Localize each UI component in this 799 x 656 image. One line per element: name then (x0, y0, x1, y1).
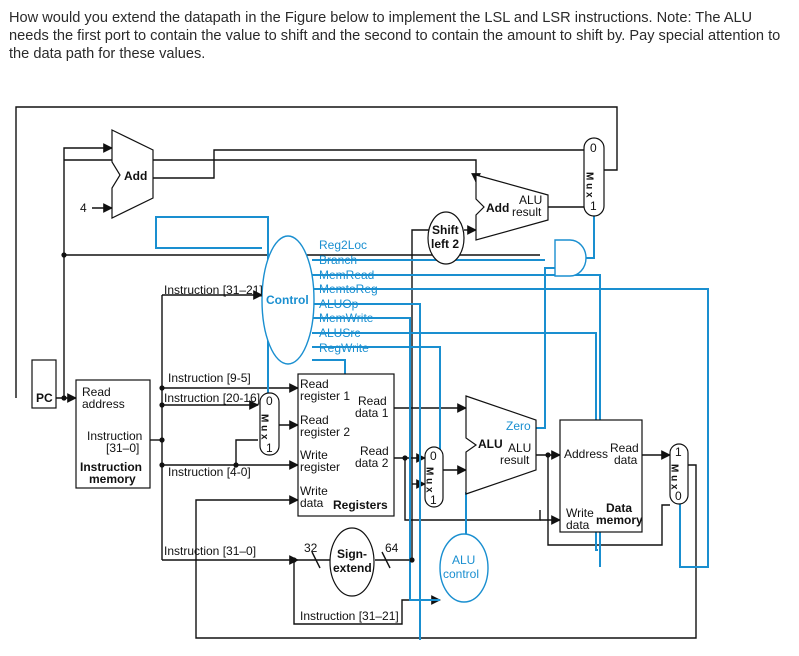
svg-text:0: 0 (675, 489, 682, 503)
svg-text:ALU: ALU (519, 193, 542, 207)
svg-text:ALU: ALU (452, 553, 475, 567)
svg-text:Instruction [31–0]: Instruction [31–0] (164, 544, 256, 558)
svg-text:32: 32 (304, 541, 318, 555)
svg-text:PC: PC (36, 391, 53, 405)
memtoreg-mux: 1 M u x 0 (669, 443, 689, 505)
svg-text:memory: memory (596, 513, 643, 527)
svg-text:Shift: Shift (432, 223, 459, 237)
svg-text:address: address (82, 397, 125, 411)
pc-adder: Add 4 (80, 129, 154, 219)
svg-text:left 2: left 2 (431, 237, 459, 251)
main-alu: ALU Zero ALU result (465, 395, 537, 495)
svg-text:Add: Add (124, 169, 147, 183)
svg-text:MemWrite: MemWrite (319, 311, 374, 325)
svg-text:ALU: ALU (478, 437, 503, 451)
alusrc-mux: 0 M u x 1 (424, 446, 444, 508)
svg-text:0: 0 (430, 449, 437, 463)
svg-text:1: 1 (675, 445, 682, 459)
svg-text:Registers: Registers (333, 498, 388, 512)
svg-text:Zero: Zero (506, 419, 531, 433)
svg-text:control: control (443, 567, 479, 581)
svg-text:register 1: register 1 (300, 389, 350, 403)
svg-text:ALUOp: ALUOp (319, 297, 359, 311)
svg-text:Read: Read (300, 377, 329, 391)
control-signals: Reg2Loc Branch MemRead MemtoReg ALUOp Me… (319, 238, 378, 355)
control-unit[interactable]: Control (261, 235, 315, 365)
svg-text:ALUSrc: ALUSrc (319, 326, 360, 340)
svg-text:M u x: M u x (424, 467, 435, 493)
svg-text:Add: Add (486, 201, 509, 215)
svg-text:MemRead: MemRead (319, 268, 374, 282)
svg-text:data: data (614, 453, 638, 467)
svg-text:0: 0 (266, 394, 273, 408)
svg-text:data: data (300, 496, 324, 510)
junction-dots (61, 252, 551, 563)
svg-text:RegWrite: RegWrite (319, 341, 369, 355)
svg-text:Read: Read (610, 441, 639, 455)
reg2loc-mux: 0 M u x 1 (259, 392, 280, 456)
svg-text:result: result (512, 205, 542, 219)
svg-text:data 2: data 2 (355, 456, 389, 470)
and-gate (554, 239, 587, 277)
svg-text:Reg2Loc: Reg2Loc (319, 238, 367, 252)
svg-text:register: register (300, 460, 340, 474)
sign-extend: Sign- extend 32 64 (304, 527, 399, 597)
svg-text:64: 64 (385, 541, 399, 555)
svg-text:result: result (500, 453, 530, 467)
svg-text:register 2: register 2 (300, 425, 350, 439)
svg-text:Address: Address (564, 447, 608, 461)
svg-text:data: data (566, 518, 590, 532)
svg-text:Control: Control (266, 293, 309, 307)
black-wires (15, 106, 697, 639)
svg-text:4: 4 (80, 201, 87, 215)
svg-text:1: 1 (430, 493, 437, 507)
svg-text:Write: Write (300, 484, 328, 498)
svg-text:Instruction [31–21]: Instruction [31–21] (300, 609, 399, 623)
svg-text:Instruction [9-5]: Instruction [9-5] (168, 371, 251, 385)
svg-text:MemtoReg: MemtoReg (319, 282, 378, 296)
svg-text:Read: Read (358, 394, 387, 408)
svg-text:ALU: ALU (508, 441, 531, 455)
svg-text:M u x: M u x (584, 172, 595, 198)
instruction-memory: Read address Instruction [31–0] Instruct… (75, 379, 151, 489)
data-memory: Address Read data Write data Data memory (559, 419, 643, 533)
branch-adder: Add ALU result (475, 174, 549, 241)
svg-text:Instruction [31–21]: Instruction [31–21] (164, 283, 263, 297)
svg-text:M u x: M u x (669, 464, 680, 490)
svg-text:Read: Read (360, 444, 389, 458)
svg-text:Instruction: Instruction (87, 429, 142, 443)
shift-left-2: Shift left 2 (427, 211, 465, 265)
svg-text:1: 1 (590, 199, 597, 213)
svg-text:1: 1 (266, 441, 273, 455)
svg-text:M u x: M u x (259, 414, 270, 440)
alu-control: ALU control (439, 533, 489, 603)
question-text: How would you extend the datapath in the… (9, 10, 781, 62)
svg-text:Write: Write (300, 448, 328, 462)
svg-text:Data: Data (606, 501, 632, 515)
svg-text:Instruction [4-0]: Instruction [4-0] (168, 465, 251, 479)
svg-text:Read: Read (300, 413, 329, 427)
svg-text:Read: Read (82, 385, 111, 399)
svg-text:Write: Write (566, 506, 594, 520)
instruction-field-labels: Instruction [31–21] Instruction [9-5] In… (164, 283, 399, 623)
svg-text:Instruction [20-16]: Instruction [20-16] (164, 391, 260, 405)
svg-text:Instruction: Instruction (80, 460, 142, 474)
svg-text:[31–0]: [31–0] (106, 441, 139, 455)
svg-text:data 1: data 1 (355, 406, 389, 420)
svg-text:memory: memory (89, 472, 136, 486)
svg-text:Sign-: Sign- (337, 547, 367, 561)
register-file: Read register 1 Read data 1 Read registe… (297, 373, 395, 517)
svg-text:Branch: Branch (319, 253, 357, 267)
pc-source-mux: 0 M u x 1 (583, 137, 605, 217)
program-counter: PC (31, 359, 57, 409)
svg-text:0: 0 (590, 141, 597, 155)
svg-text:extend: extend (333, 561, 372, 575)
